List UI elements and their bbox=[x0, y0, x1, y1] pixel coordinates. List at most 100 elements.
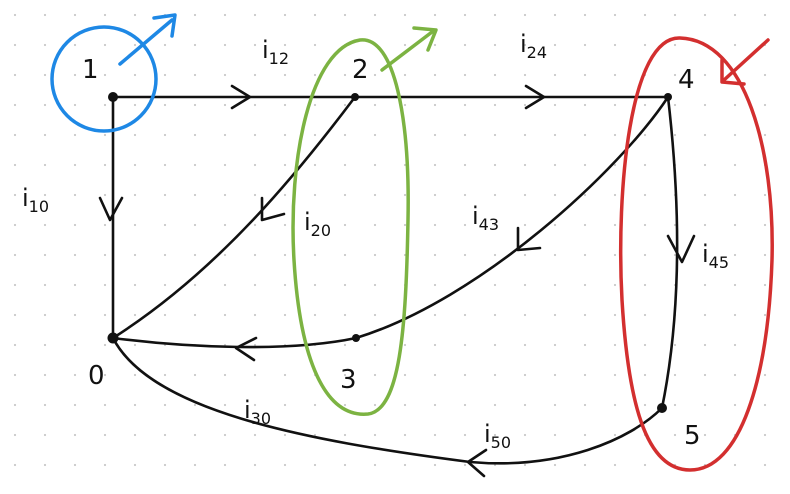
grid-dot bbox=[313, 103, 317, 107]
grid-dot bbox=[133, 403, 137, 407]
node-label-0: 0 bbox=[88, 361, 105, 391]
grid-dot bbox=[493, 163, 497, 167]
grid-dot bbox=[763, 133, 767, 137]
grid-dot bbox=[673, 103, 677, 107]
grid-dot bbox=[373, 343, 377, 347]
grid-dot bbox=[193, 43, 197, 47]
grid-dot bbox=[133, 73, 137, 77]
grid-dot bbox=[73, 103, 77, 107]
grid-dot bbox=[403, 223, 407, 227]
edge-label-i50: i50 bbox=[484, 420, 511, 452]
edge-label-i20-sub: 20 bbox=[311, 221, 331, 240]
grid-dot bbox=[103, 103, 107, 107]
node-label-1: 1 bbox=[82, 55, 99, 85]
grid-dot bbox=[553, 43, 557, 47]
grid-dot bbox=[133, 253, 137, 257]
grid-dot bbox=[13, 373, 17, 377]
grid-dot bbox=[613, 433, 617, 437]
grid-dot bbox=[673, 73, 677, 77]
arrow-i43 bbox=[516, 226, 542, 252]
node-label-3: 3 bbox=[340, 365, 357, 395]
grid-dot bbox=[583, 43, 587, 47]
arrow-i30 bbox=[234, 336, 258, 362]
grid-dot bbox=[373, 193, 377, 197]
green-loop-nodes-2-3 bbox=[291, 38, 410, 416]
grid-dot bbox=[463, 43, 467, 47]
grid-dot bbox=[133, 43, 137, 47]
grid-dot bbox=[373, 433, 377, 437]
grid-dot bbox=[43, 373, 47, 377]
grid-dot bbox=[763, 103, 767, 107]
node-label-5: 5 bbox=[684, 421, 701, 451]
green-highlight bbox=[291, 26, 438, 416]
grid-dot bbox=[433, 313, 437, 317]
grid-dot bbox=[163, 73, 167, 77]
arrow-i24 bbox=[524, 84, 546, 110]
grid-dot bbox=[313, 403, 317, 407]
grid-dot bbox=[343, 313, 347, 317]
grid-dot bbox=[463, 433, 467, 437]
grid-dot bbox=[73, 163, 77, 167]
grid-dot bbox=[733, 133, 737, 137]
grid-dot bbox=[613, 43, 617, 47]
grid-dot bbox=[583, 13, 587, 17]
grid-dot bbox=[613, 13, 617, 17]
grid-dot bbox=[673, 13, 677, 17]
grid-dot bbox=[313, 163, 317, 167]
grid-dot bbox=[583, 163, 587, 167]
edge-label-i10: i10 bbox=[22, 184, 49, 216]
grid-dot bbox=[313, 193, 317, 197]
grid-dot bbox=[73, 343, 77, 347]
grid-dot bbox=[643, 223, 647, 227]
grid-dot bbox=[553, 313, 557, 317]
grid-dot bbox=[493, 13, 497, 17]
grid-dot bbox=[703, 133, 707, 137]
grid-dot bbox=[493, 373, 497, 377]
grid-dot bbox=[433, 133, 437, 137]
grid-dot bbox=[613, 403, 617, 407]
grid-dot bbox=[253, 283, 257, 287]
grid-dot bbox=[343, 13, 347, 17]
grid-dot bbox=[523, 343, 527, 347]
grid-dot bbox=[193, 133, 197, 137]
grid-dot bbox=[163, 253, 167, 257]
edge-label-i43-sub: 43 bbox=[479, 215, 499, 234]
grid-dot bbox=[403, 373, 407, 377]
node-dot-4 bbox=[664, 93, 672, 101]
grid-dot bbox=[223, 373, 227, 377]
grid-dot bbox=[763, 253, 767, 257]
grid-dot bbox=[643, 43, 647, 47]
grid-dot bbox=[643, 313, 647, 317]
grid-dot bbox=[313, 133, 317, 137]
grid-dot bbox=[673, 223, 677, 227]
grid-dot bbox=[433, 463, 437, 467]
grid-dot bbox=[103, 133, 107, 137]
grid-dot bbox=[523, 193, 527, 197]
grid-dot bbox=[493, 403, 497, 407]
grid-dot bbox=[553, 223, 557, 227]
grid-dot bbox=[523, 373, 527, 377]
red-arrow-head-icon bbox=[720, 58, 746, 86]
grid-dot bbox=[163, 313, 167, 317]
grid-dot bbox=[703, 283, 707, 287]
grid-dot bbox=[433, 43, 437, 47]
grid-dot bbox=[133, 283, 137, 287]
wire-i43 bbox=[354, 95, 670, 340]
grid-dot bbox=[193, 73, 197, 77]
edge-label-i20: i20 bbox=[304, 208, 331, 240]
grid-dot bbox=[283, 103, 287, 107]
edge-label-i12-base: i bbox=[262, 36, 269, 64]
grid-dot bbox=[403, 73, 407, 77]
grid-dot bbox=[613, 133, 617, 137]
grid-dot bbox=[523, 253, 527, 257]
grid-dot bbox=[763, 223, 767, 227]
grid-dot bbox=[253, 73, 257, 77]
grid-dot bbox=[373, 283, 377, 287]
grid-dot bbox=[373, 163, 377, 167]
grid-dot bbox=[763, 73, 767, 77]
grid-dot bbox=[73, 433, 77, 437]
grid-dot bbox=[643, 133, 647, 137]
grid-dot bbox=[313, 13, 317, 17]
grid-dot bbox=[763, 313, 767, 317]
grid-dot bbox=[403, 163, 407, 167]
